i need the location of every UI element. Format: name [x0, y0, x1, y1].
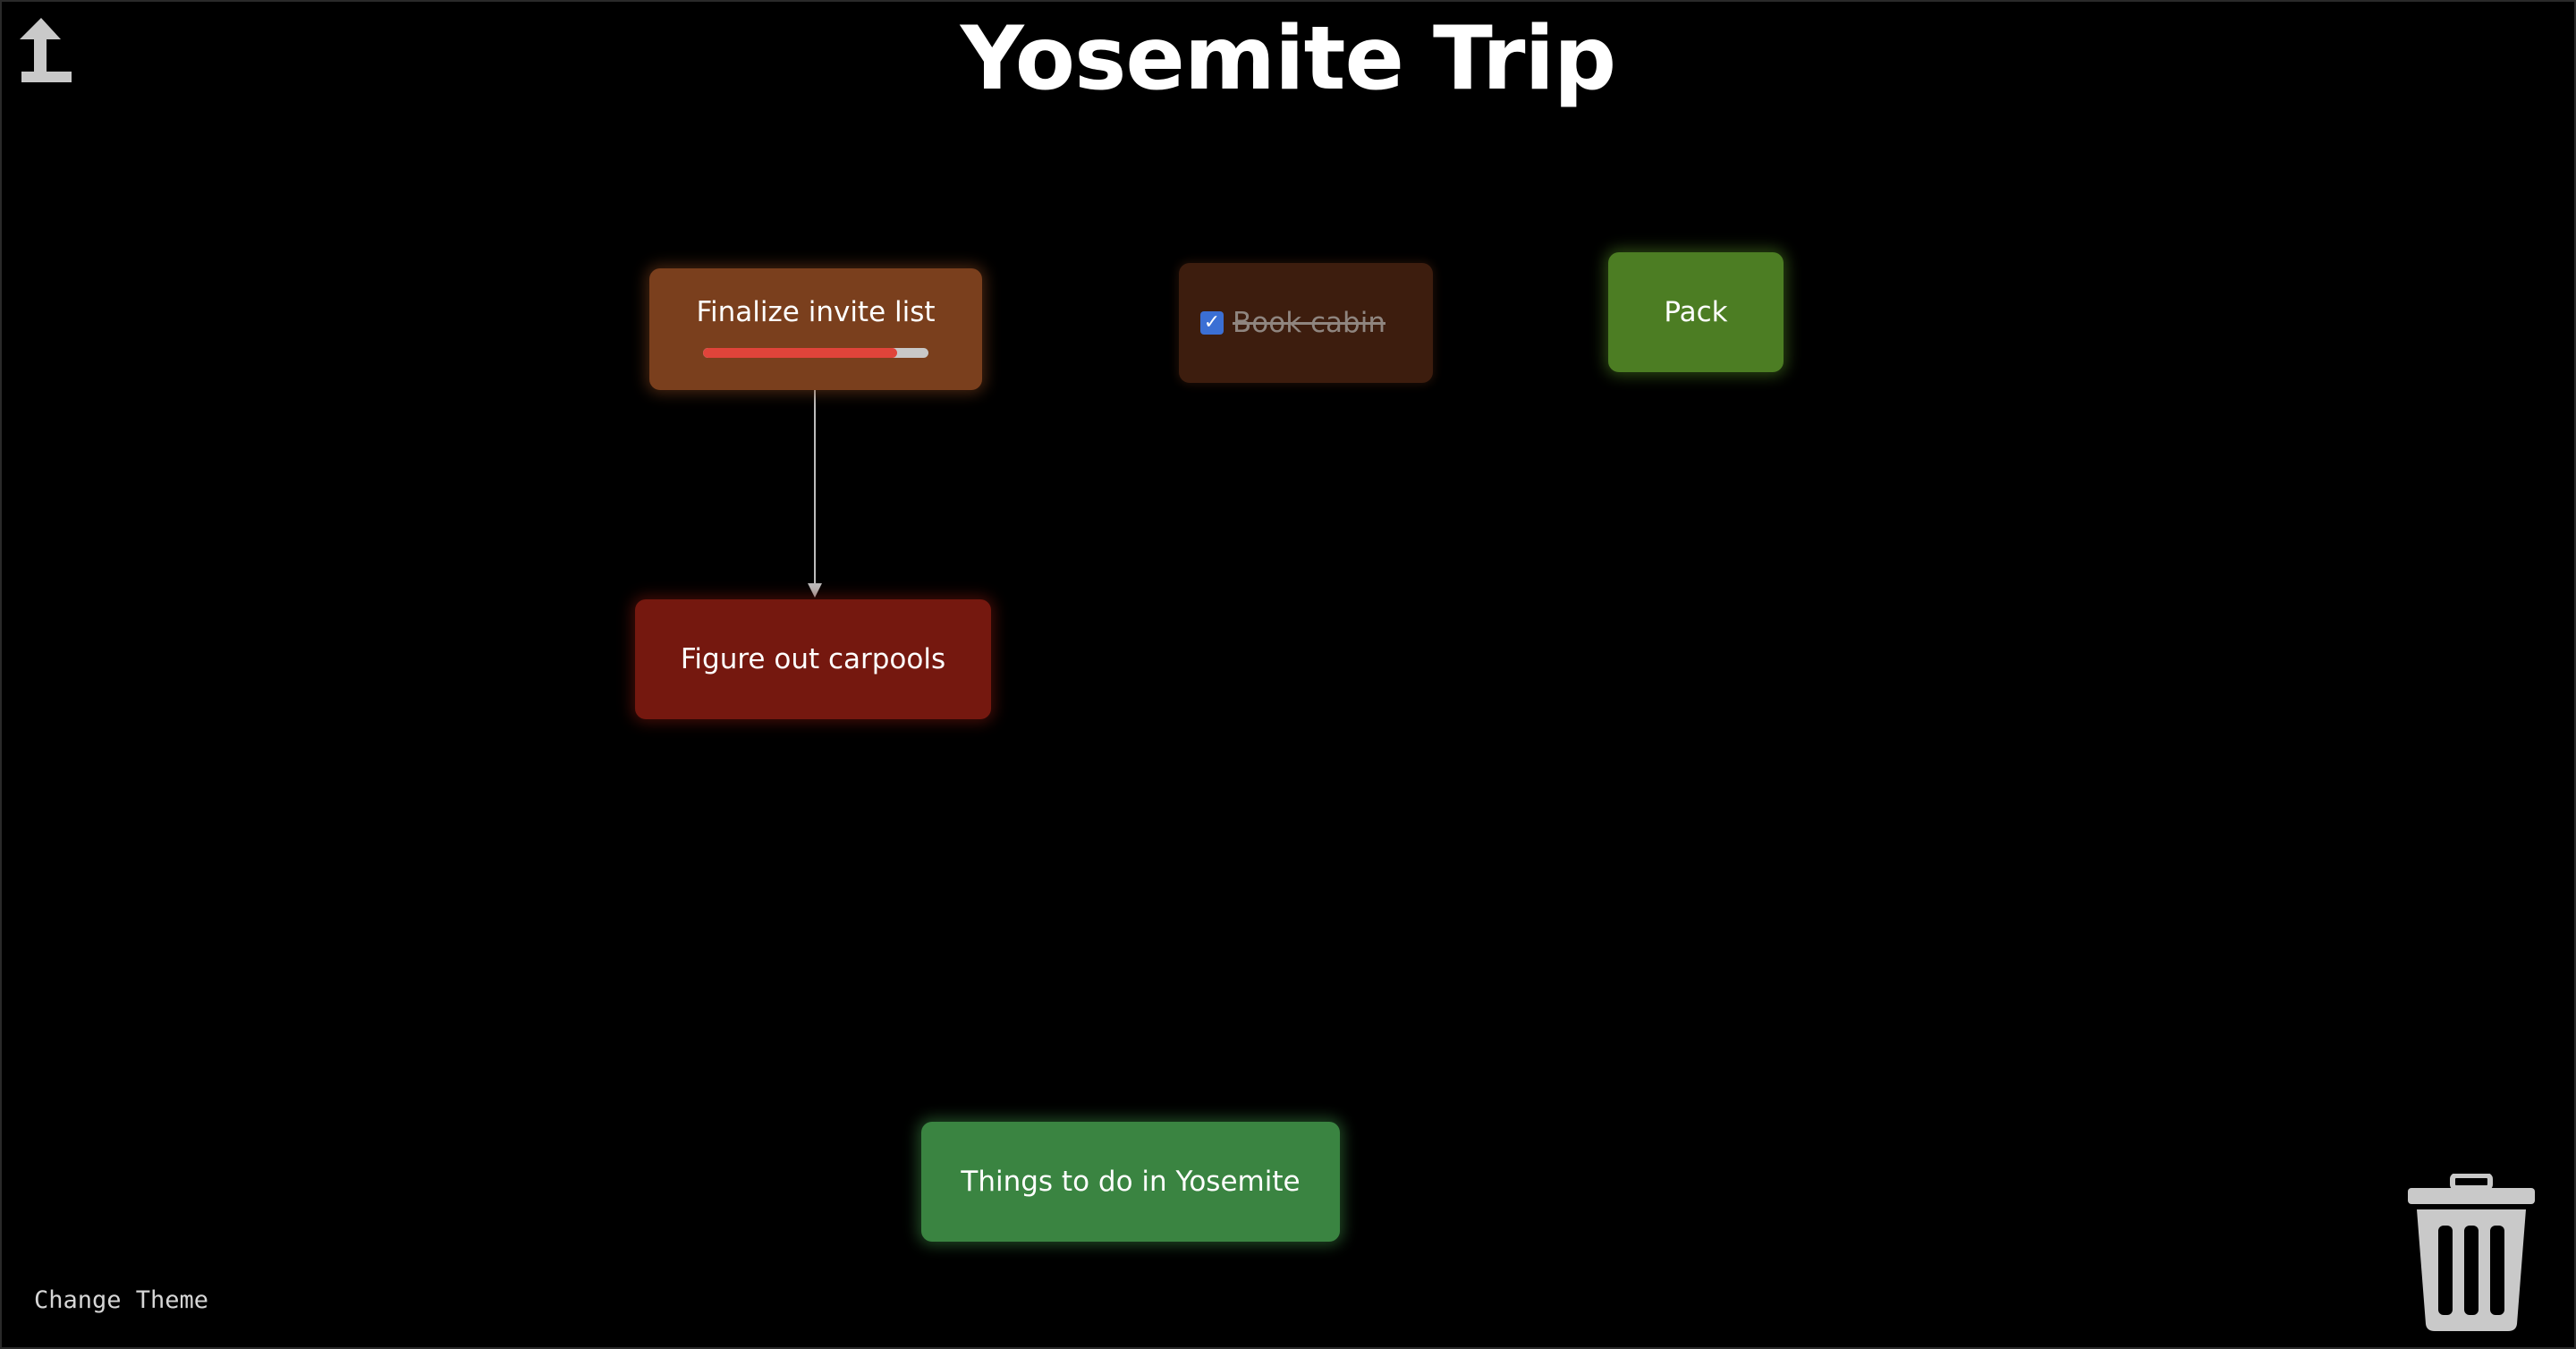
task-card-figure-out-carpools[interactable]: Figure out carpools: [635, 599, 991, 719]
task-card-things-to-do-in-yosemite[interactable]: Things to do in Yosemite: [921, 1122, 1340, 1242]
task-progress-fill: [703, 347, 897, 358]
task-label: Pack: [1664, 296, 1728, 328]
undo-button[interactable]: [18, 14, 77, 86]
task-card-book-cabin[interactable]: ✓ Book cabin: [1179, 263, 1433, 383]
undo-arrow-icon: [20, 18, 72, 82]
trash-icon: [2408, 1173, 2535, 1331]
completed-checkbox[interactable]: ✓: [1200, 311, 1224, 335]
task-card-pack[interactable]: Pack: [1608, 252, 1784, 372]
task-progress-bar: [703, 347, 928, 358]
page-title: Yosemite Trip: [960, 8, 1616, 110]
task-label: Figure out carpools: [680, 643, 946, 675]
change-theme-button[interactable]: Change Theme: [34, 1286, 209, 1314]
task-label: Things to do in Yosemite: [961, 1166, 1301, 1198]
task-card-finalize-invite-list[interactable]: Finalize invite list: [649, 268, 982, 390]
trash-drop-zone[interactable]: [2406, 1173, 2537, 1333]
task-label: Book cabin: [1233, 307, 1385, 339]
task-label: Finalize invite list: [696, 295, 936, 328]
